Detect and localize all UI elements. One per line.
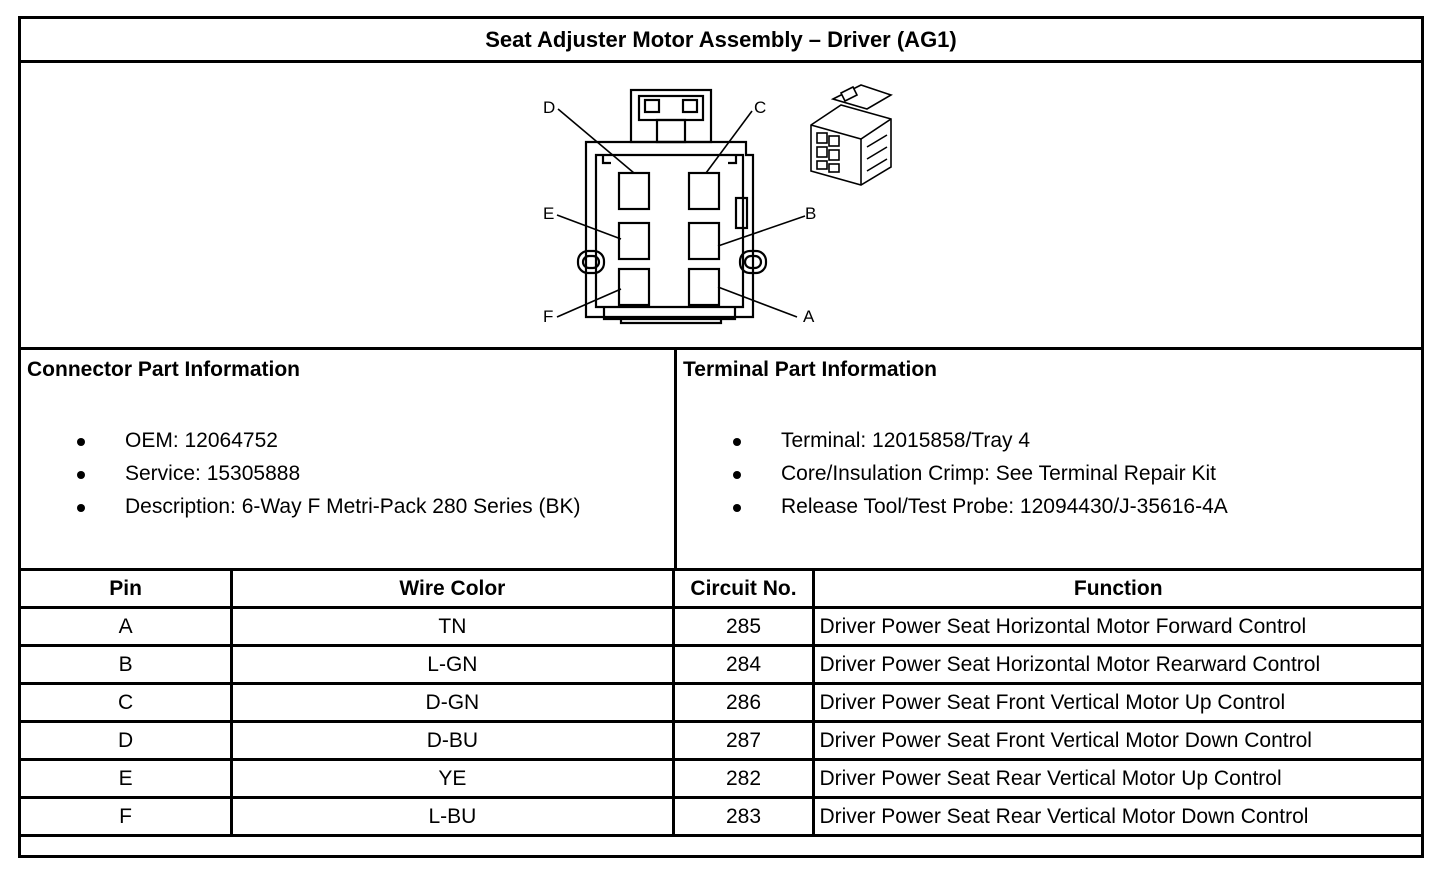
pin-cell: D [17, 720, 234, 761]
pinout-table: Pin Wire Color Circuit No. Function A TN… [17, 568, 1424, 837]
pin-cell: E [17, 758, 234, 799]
connector-diagram: D C E B F A [21, 63, 1421, 350]
list-item: Core/Insulation Crimp: See Terminal Repa… [677, 457, 1228, 490]
function-cell: Driver Power Seat Rear Vertical Motor Up… [812, 758, 1424, 799]
connector-face-drawing: D C E B F A [543, 84, 893, 326]
list-item: OEM: 12064752 [21, 424, 581, 457]
list-item: Service: 15305888 [21, 457, 581, 490]
connector-sheet: Seat Adjuster Motor Assembly – Driver (A… [17, 16, 1424, 858]
wire-color-cell: L-GN [230, 644, 675, 685]
list-item: Terminal: 12015858/Tray 4 [677, 424, 1228, 457]
pin-cell: A [17, 606, 234, 647]
function-cell: Driver Power Seat Front Vertical Motor D… [812, 720, 1424, 761]
bullet-icon [733, 504, 741, 512]
connector-part-info: Connector Part Information OEM: 12064752… [21, 350, 677, 568]
col-header-pin: Pin [17, 568, 234, 609]
table-header-row: Pin Wire Color Circuit No. Function [17, 568, 1424, 609]
table-row: E YE 282 Driver Power Seat Rear Vertical… [17, 758, 1424, 799]
col-header-circuit: Circuit No. [671, 568, 816, 609]
terminal-info-list: Terminal: 12015858/Tray 4 Core/Insulatio… [677, 424, 1228, 523]
circuit-cell: 282 [671, 758, 816, 799]
connector-info-heading: Connector Part Information [27, 358, 301, 381]
wire-color-cell: TN [230, 606, 675, 647]
pin-label-c: C [754, 98, 766, 117]
circuit-cell: 284 [671, 644, 816, 685]
table-row: D D-BU 287 Driver Power Seat Front Verti… [17, 720, 1424, 761]
wire-color-cell: L-BU [230, 796, 675, 837]
table-row: B L-GN 284 Driver Power Seat Horizontal … [17, 644, 1424, 685]
pin-label-d: D [543, 98, 555, 117]
circuit-cell: 287 [671, 720, 816, 761]
pin-label-f: F [543, 307, 553, 326]
bullet-icon [733, 438, 741, 446]
bullet-icon [77, 438, 85, 446]
bullet-icon [733, 471, 741, 479]
list-item: Description: 6-Way F Metri-Pack 280 Seri… [21, 490, 581, 523]
table-row: C D-GN 286 Driver Power Seat Front Verti… [17, 682, 1424, 723]
function-cell: Driver Power Seat Rear Vertical Motor Do… [812, 796, 1424, 837]
table-row: A TN 285 Driver Power Seat Horizontal Mo… [17, 606, 1424, 647]
col-header-function: Function [812, 568, 1424, 609]
pin-label-b: B [805, 204, 816, 223]
bullet-icon [77, 471, 85, 479]
pin-label-a: A [803, 307, 815, 326]
col-header-wire-color: Wire Color [230, 568, 675, 609]
page-title: Seat Adjuster Motor Assembly – Driver (A… [21, 19, 1421, 63]
circuit-cell: 285 [671, 606, 816, 647]
function-cell: Driver Power Seat Horizontal Motor Forwa… [812, 606, 1424, 647]
table-row: F L-BU 283 Driver Power Seat Rear Vertic… [17, 796, 1424, 837]
pin-cell: C [17, 682, 234, 723]
circuit-cell: 286 [671, 682, 816, 723]
connector-info-list: OEM: 12064752 Service: 15305888 Descript… [21, 424, 581, 523]
pin-cell: B [17, 644, 234, 685]
pin-cell: F [17, 796, 234, 837]
function-cell: Driver Power Seat Horizontal Motor Rearw… [812, 644, 1424, 685]
wire-color-cell: D-GN [230, 682, 675, 723]
wire-color-cell: YE [230, 758, 675, 799]
terminal-part-info: Terminal Part Information Terminal: 1201… [677, 350, 1421, 568]
terminal-info-heading: Terminal Part Information [683, 358, 937, 381]
function-cell: Driver Power Seat Front Vertical Motor U… [812, 682, 1424, 723]
list-item: Release Tool/Test Probe: 12094430/J-3561… [677, 490, 1228, 523]
pin-label-e: E [543, 204, 554, 223]
wire-color-cell: D-BU [230, 720, 675, 761]
circuit-cell: 283 [671, 796, 816, 837]
bullet-icon [77, 504, 85, 512]
connector-3d-icon [810, 84, 893, 186]
